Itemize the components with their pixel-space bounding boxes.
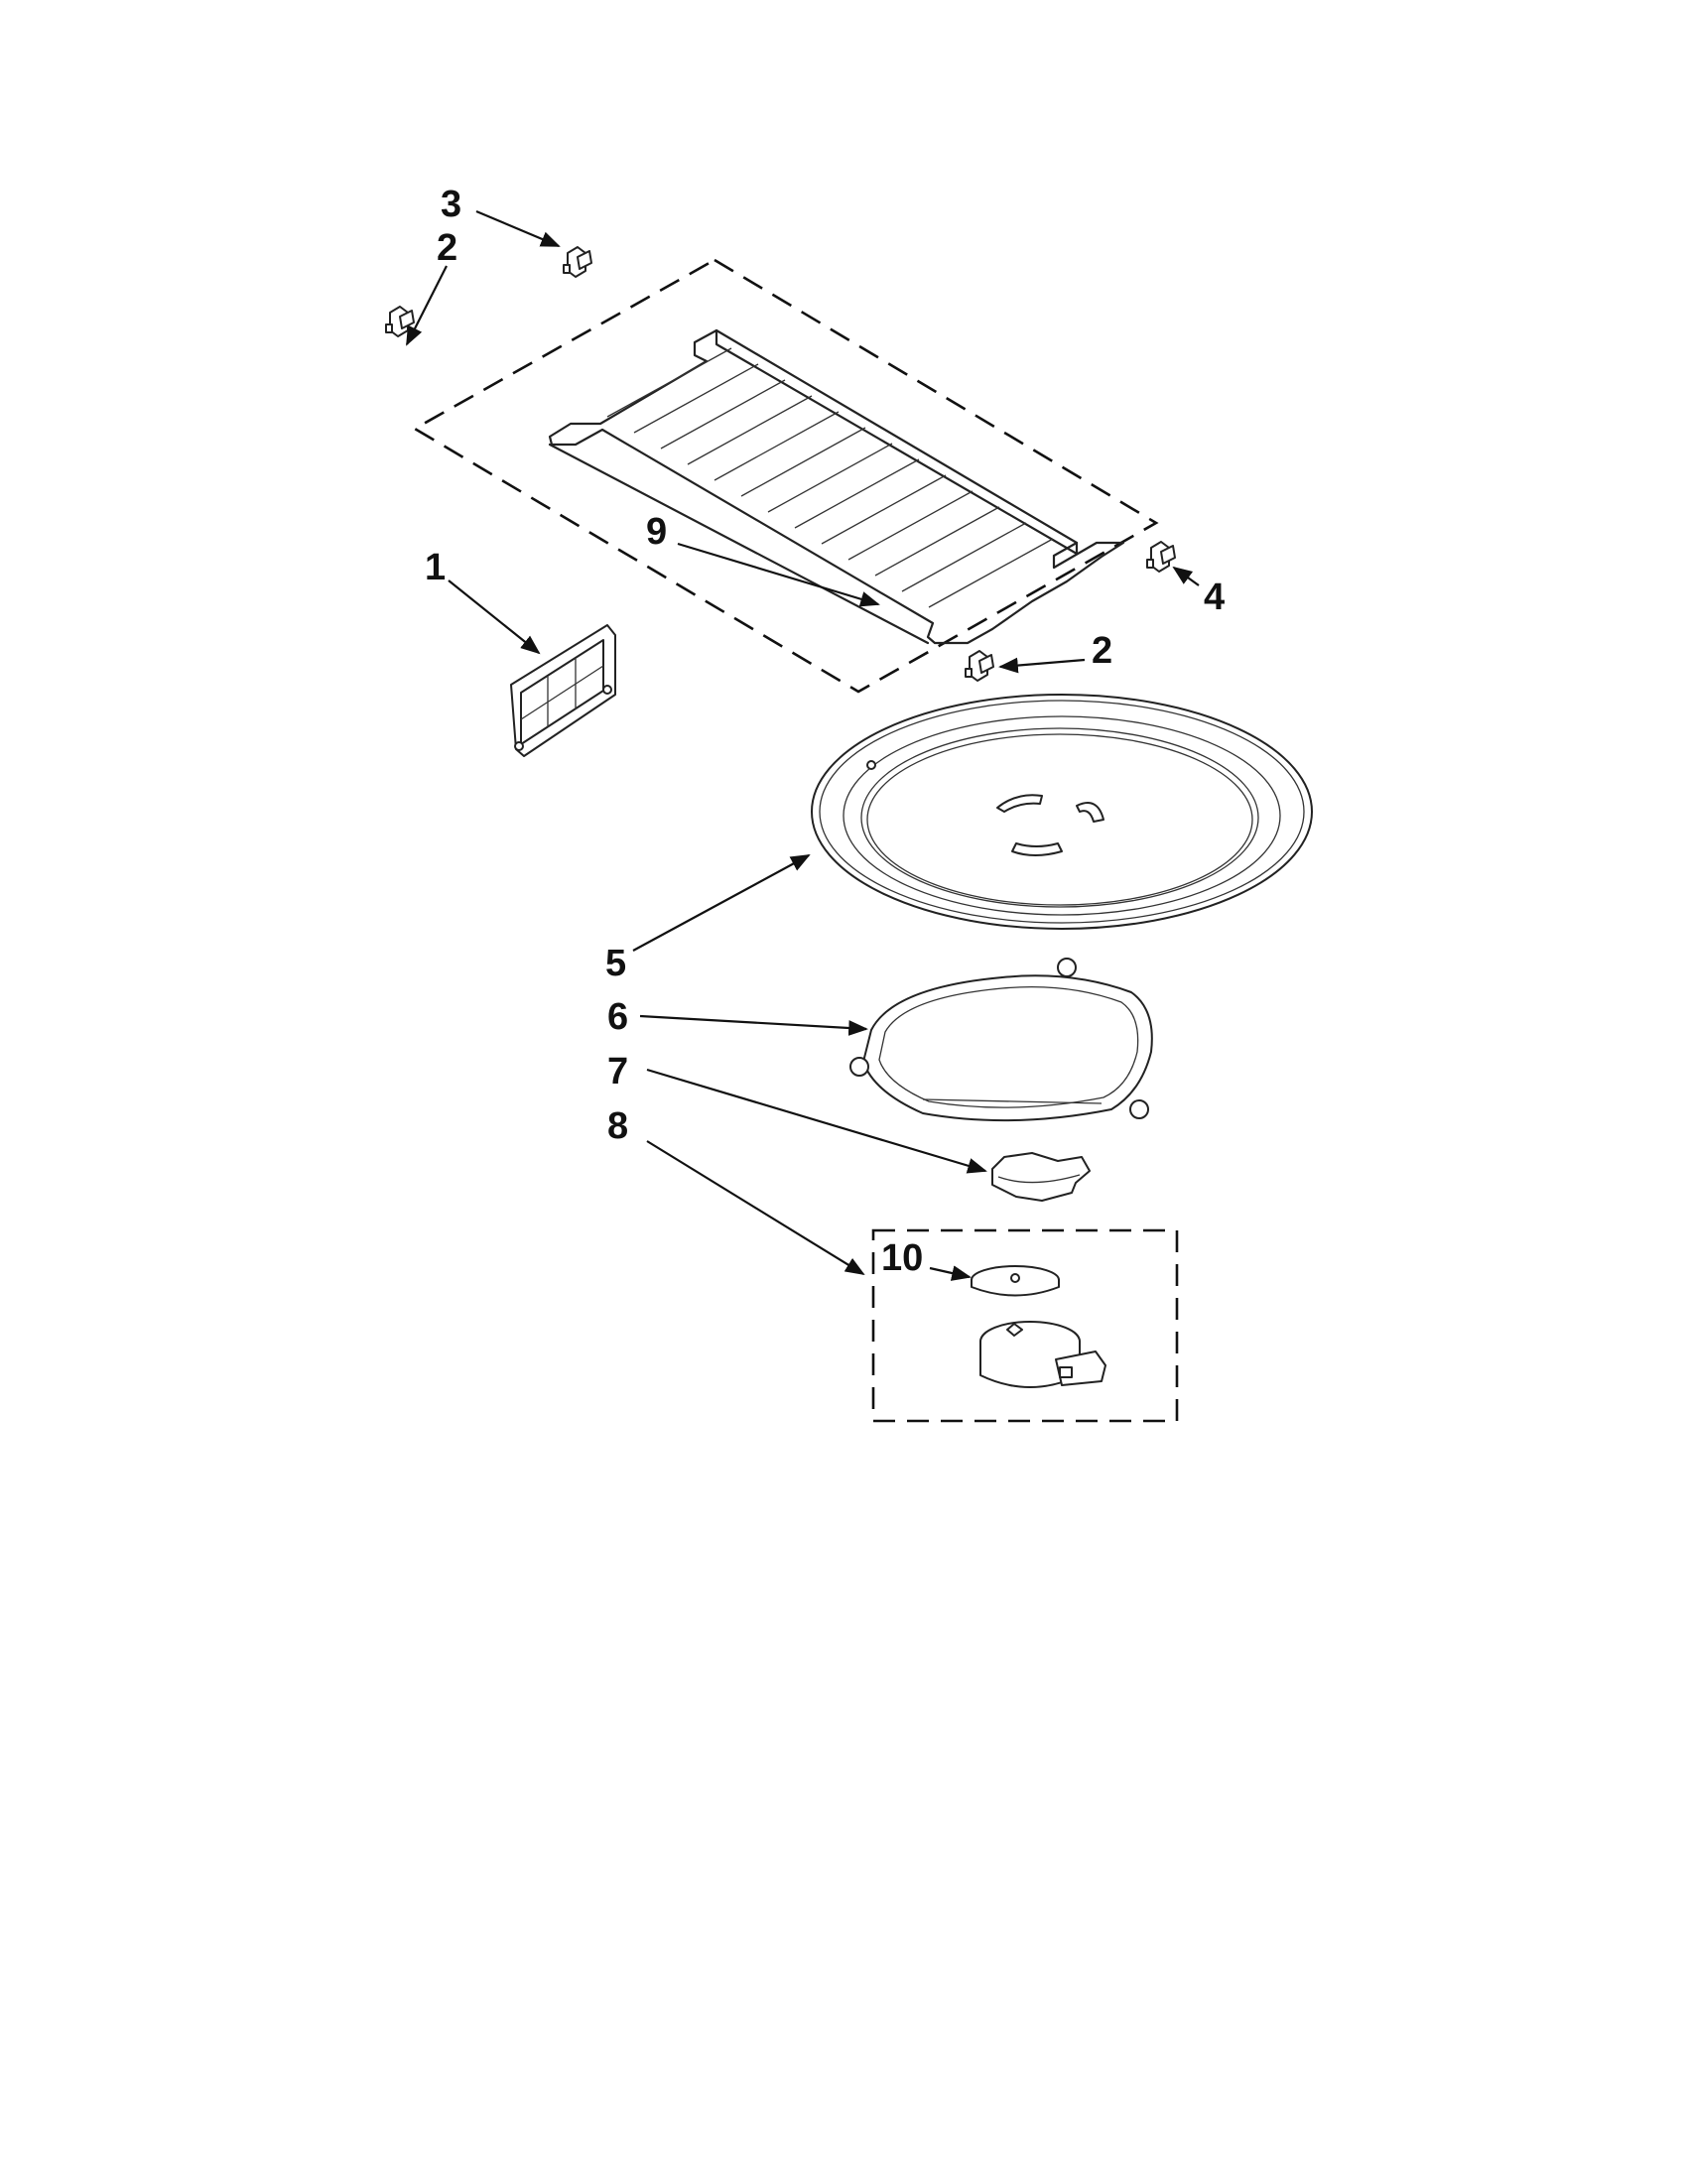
callout-1: 1 <box>425 547 446 588</box>
rack-group-dashed-outline <box>412 258 1159 694</box>
callout-3: 3 <box>441 184 461 225</box>
callout-4: 4 <box>1204 577 1225 618</box>
callout-6: 6 <box>607 996 628 1038</box>
oven-rack <box>548 328 1125 645</box>
leader-10 <box>929 1265 972 1281</box>
callout-2-top: 2 <box>437 227 457 269</box>
leader-9 <box>677 542 880 607</box>
leader-7 <box>646 1068 987 1174</box>
callout-2-right: 2 <box>1092 630 1112 672</box>
motor-group-dashed-outline <box>871 1228 1179 1423</box>
leader-8 <box>646 1140 865 1276</box>
rack-clip-icon <box>385 306 415 337</box>
leader-lines <box>406 209 1200 1281</box>
leader-3 <box>475 209 561 248</box>
leader-2b <box>998 657 1086 674</box>
leader-5 <box>632 854 811 952</box>
coupler <box>991 1152 1091 1202</box>
rack-clip-icon <box>1146 541 1176 573</box>
leader-1 <box>448 579 541 655</box>
leader-6 <box>639 1014 868 1036</box>
callout-5: 5 <box>605 943 626 984</box>
callout-labels: 3 2 1 9 4 2 5 6 7 8 10 <box>425 184 1225 1279</box>
turntable-motor <box>979 1321 1106 1388</box>
turntable-tray <box>811 694 1313 930</box>
callout-8: 8 <box>607 1105 628 1147</box>
callout-9: 9 <box>646 511 667 553</box>
roller-ring <box>849 958 1153 1122</box>
leader-4 <box>1172 566 1200 586</box>
filter-grille <box>510 624 616 757</box>
leader-2a <box>406 265 448 346</box>
rack-clip-icon <box>563 246 592 278</box>
rack-clip-icon <box>965 650 994 682</box>
callout-10: 10 <box>881 1237 923 1279</box>
callout-7: 7 <box>607 1051 628 1092</box>
motor-coupling-disc <box>971 1265 1060 1297</box>
